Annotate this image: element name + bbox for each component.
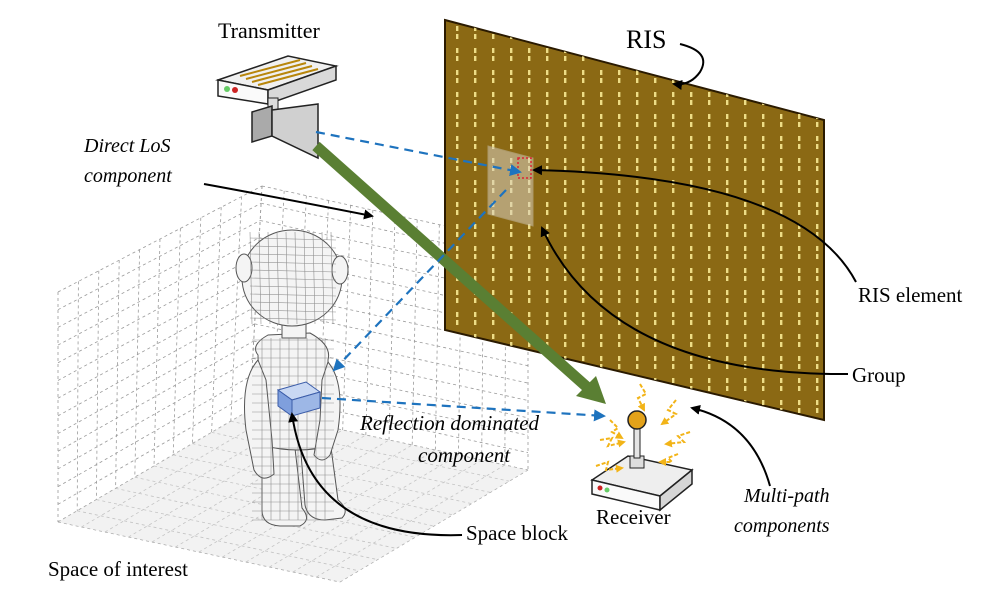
reflection-label-line2: component: [418, 443, 511, 467]
reflection-arrows: [315, 130, 606, 422]
group-label: Group: [852, 363, 906, 387]
multipath-arrows: [595, 383, 691, 473]
multipath-label-line1: Multi-path: [743, 485, 830, 507]
callout-lines: [203, 43, 857, 537]
ris-label: RIS: [626, 25, 666, 54]
ris-callout: [672, 43, 705, 90]
direct-los-label-line1: Direct LoS: [83, 135, 170, 157]
ris-element-label: RIS element: [858, 283, 963, 307]
transmitter-label: Transmitter: [218, 18, 321, 43]
receiver-device: [590, 410, 694, 512]
direct-los-label-line2: component: [84, 165, 172, 187]
space-block-label: Space block: [466, 521, 569, 545]
reflection-label-line1: Reflection dominated: [359, 411, 540, 435]
direct-los-arrow: [312, 141, 606, 404]
human-mesh: [249, 231, 337, 521]
multipath-label-line2: components: [734, 515, 830, 537]
multipath-callout: [690, 404, 771, 487]
group-callout: [540, 226, 849, 376]
transmitter-device: [215, 55, 339, 160]
space-of-interest-label: Space of interest: [48, 557, 188, 581]
ris-element-callout: [532, 165, 857, 283]
space-block-cube: [276, 381, 322, 417]
receiver-label: Receiver: [596, 505, 671, 529]
ris-panel: [444, 18, 825, 422]
direct-los-callout: [203, 183, 374, 220]
space-block-callout: [288, 412, 463, 537]
